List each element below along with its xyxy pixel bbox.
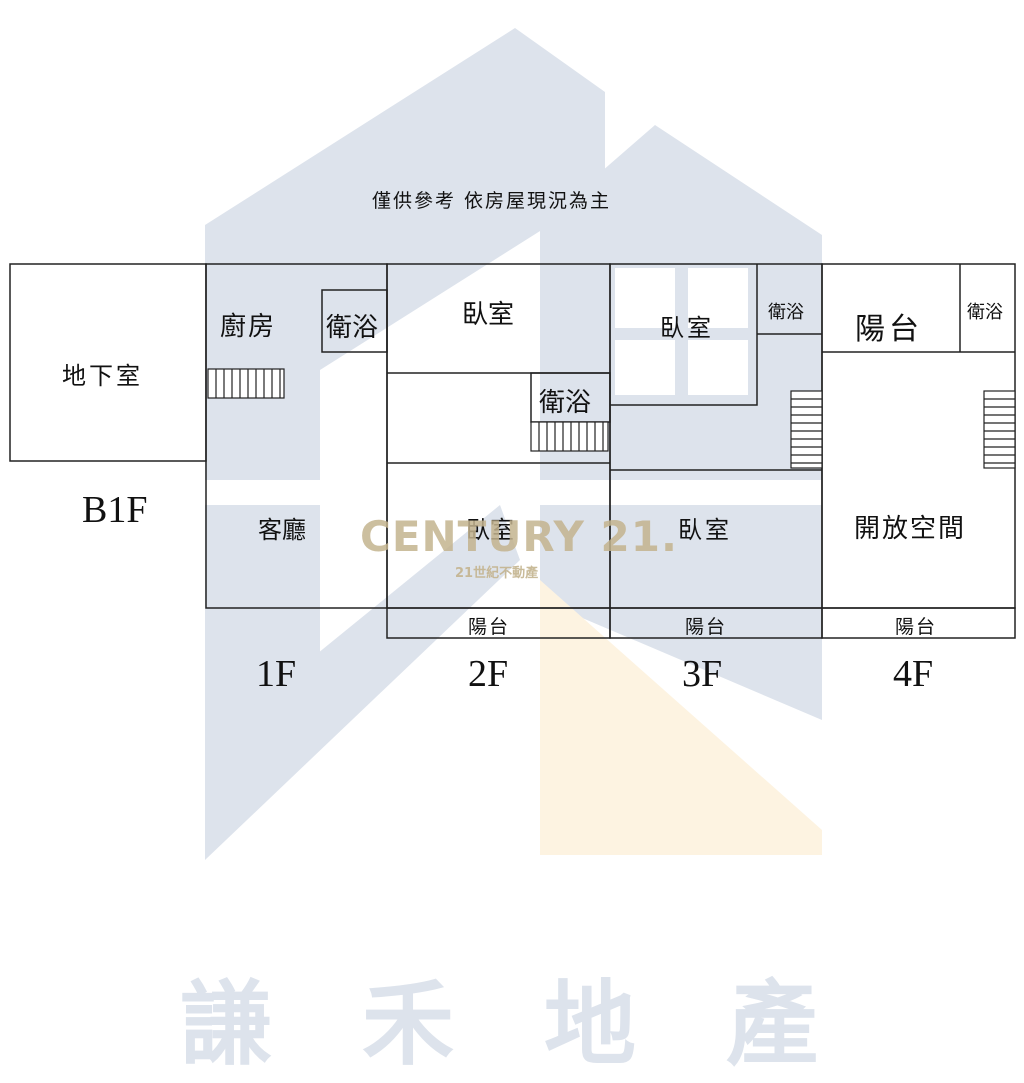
- label-4f-balcony-top: 陽台: [855, 312, 923, 347]
- label-1f-living: 客廳: [258, 516, 306, 544]
- floor-label-3f: 3F: [682, 653, 723, 695]
- label-1f-bath: 衛浴: [326, 313, 379, 343]
- floor-label-2f: 2F: [468, 653, 509, 695]
- label-basement: 地下室: [62, 362, 143, 390]
- label-4f-open-space: 開放空間: [854, 514, 967, 544]
- house-watermark-left: [205, 28, 605, 860]
- label-3f-bath: 衛浴: [768, 302, 804, 323]
- label-3f-balcony: 陽台: [685, 616, 728, 638]
- floor-label-b1f: B1F: [82, 489, 148, 531]
- label-4f-bath: 衛浴: [967, 302, 1003, 323]
- label-4f-balcony: 陽台: [895, 616, 938, 638]
- house-watermark-orange: [540, 580, 822, 855]
- label-2f-bedroom-bottom: 臥室: [466, 516, 514, 544]
- label-2f-bedroom-top: 臥室: [462, 300, 515, 330]
- house-watermark-window: [615, 268, 748, 395]
- stairs-2f: [530, 421, 609, 452]
- floor-label-4f: 4F: [893, 653, 934, 695]
- label-2f-balcony: 陽台: [468, 616, 511, 638]
- label-3f-bedroom-bottom: 臥室: [678, 516, 732, 544]
- watermark-brand-text: 謙禾地產: [180, 971, 909, 1078]
- floor-label-1f: 1F: [256, 653, 297, 695]
- stairs-3f: [790, 390, 823, 469]
- century21-logo-subtext: 21世紀不動產: [455, 566, 539, 581]
- label-2f-bath: 衛浴: [539, 388, 592, 418]
- stairs-1f: [207, 368, 285, 399]
- label-1f-kitchen: 廚房: [220, 312, 277, 342]
- wall-3f-bedroom-top: [610, 264, 758, 406]
- century21-logo: CENTURY 21.: [360, 512, 678, 561]
- stairs-4f: [983, 390, 1016, 469]
- room-4f-balcony: [821, 607, 1016, 639]
- label-3f-bedroom-top: 臥室: [660, 314, 714, 342]
- disclaimer-text: 僅供參考 依房屋現況為主: [372, 190, 612, 212]
